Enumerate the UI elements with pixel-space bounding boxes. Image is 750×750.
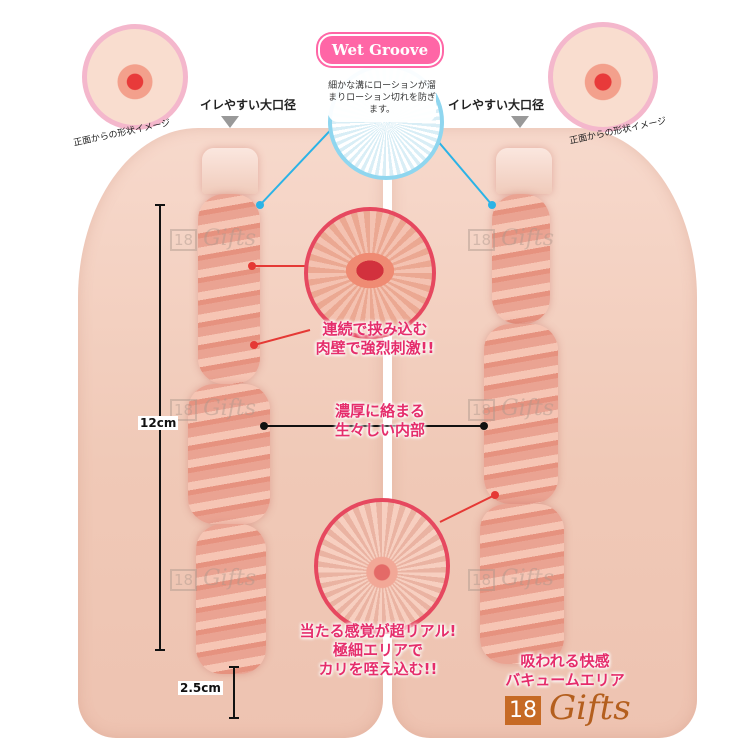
leader-dot: [488, 201, 496, 209]
leader-dot: [248, 262, 256, 270]
front-view-image-right: [548, 22, 658, 132]
left-canal-upper: [198, 194, 260, 384]
length-label: 12cm: [138, 416, 179, 430]
wet-groove-badge: Wet Groove: [318, 34, 442, 66]
dimension-cap: [155, 649, 165, 651]
left-canal-middle: [188, 384, 270, 524]
depth-dimension-line: [233, 666, 235, 718]
leader-dot: [256, 201, 264, 209]
left-canal-lower: [196, 524, 266, 674]
left-canal-entrance: [202, 148, 258, 194]
callout-vacuum: 吸われる快感 バキュームエリア: [505, 652, 625, 689]
dimension-cap: [229, 666, 239, 668]
arrow-down-icon: [221, 116, 239, 128]
label-wide-opening-left: イレやすい大口径: [200, 98, 297, 112]
lower-inner-detail: [314, 498, 450, 634]
callout-lower: 当たる感覚が超リアル! 極細エリアで カリを咥え込む!!: [299, 622, 457, 678]
right-canal-upper: [492, 194, 550, 324]
leader-dot: [480, 422, 488, 430]
right-canal-middle: [484, 324, 558, 504]
dimension-cap: [229, 717, 239, 719]
leader-dot: [250, 341, 258, 349]
leader-dot: [491, 491, 499, 499]
depth-label: 2.5cm: [178, 681, 223, 695]
right-canal-entrance: [496, 148, 552, 194]
right-canal-lower: [480, 504, 564, 664]
front-view-image-left: [82, 24, 188, 130]
upper-inner-detail: [304, 207, 436, 339]
dimension-cap: [155, 204, 165, 206]
groove-description: 細かな溝にローションが溜まりローション切れを防ぎます。: [328, 64, 436, 122]
arrow-down-icon: [511, 116, 529, 128]
label-wide-opening-right: イレやすい大口径: [448, 98, 545, 112]
callout-upper: 連続で挟み込む 肉壁で強烈刺激!!: [315, 320, 435, 357]
callout-middle: 濃厚に絡まる 生々しい内部: [334, 402, 425, 439]
leader-dot: [260, 422, 268, 430]
